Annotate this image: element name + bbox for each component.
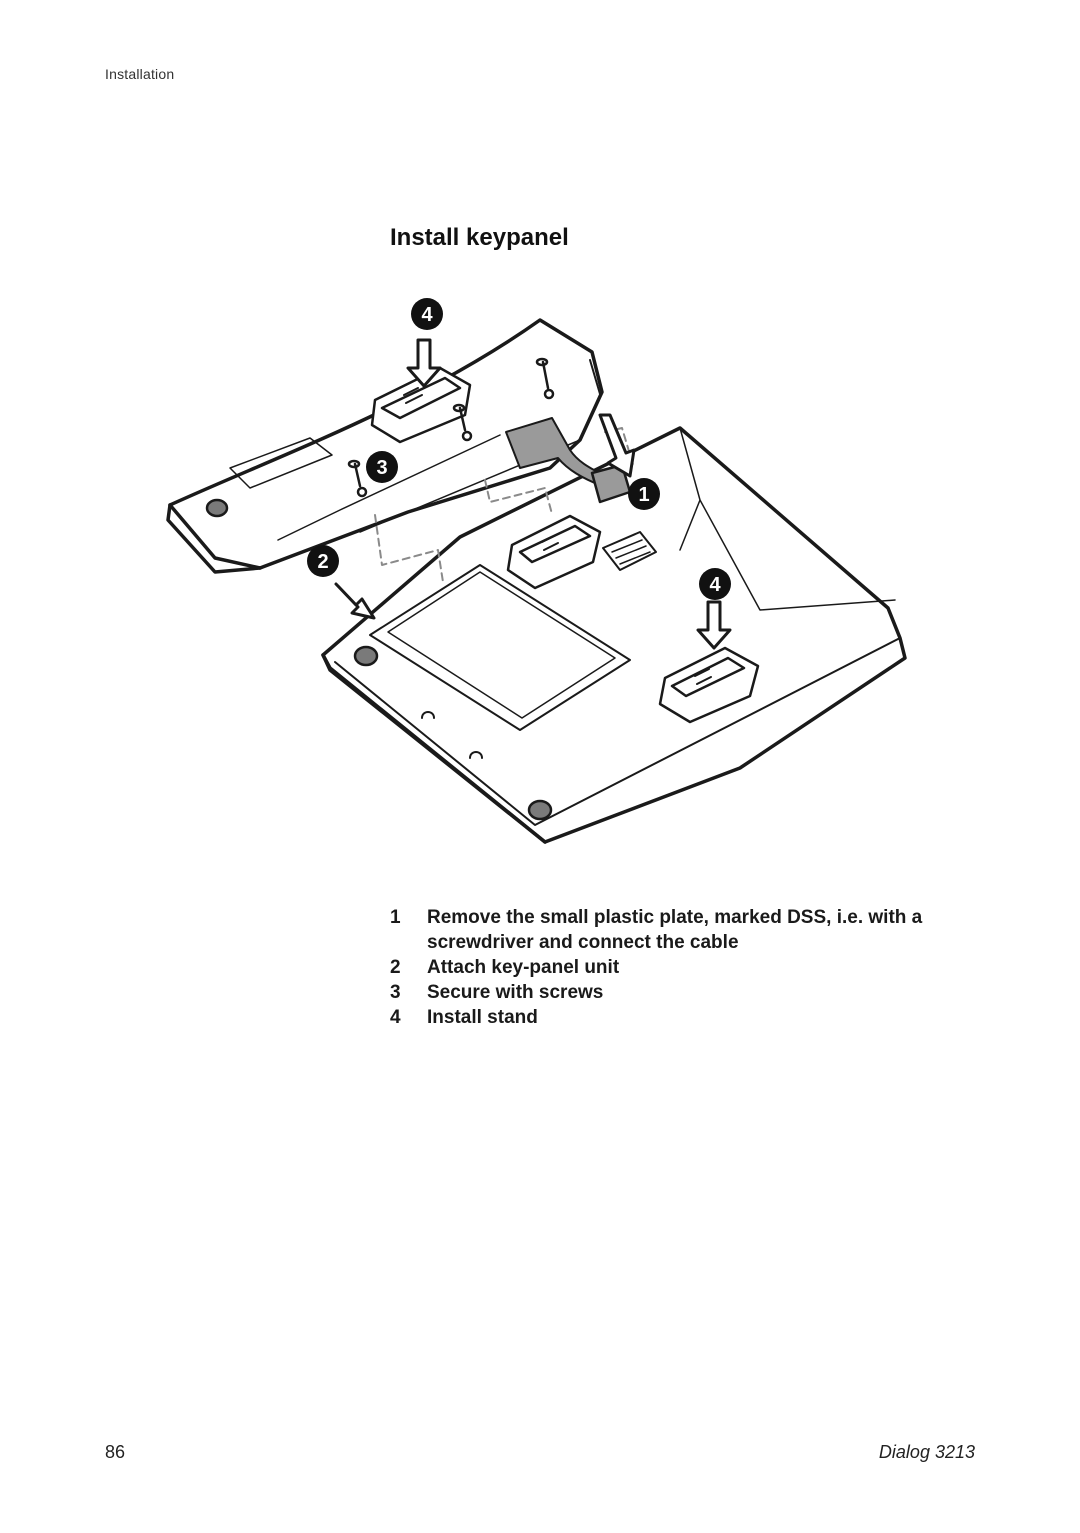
callout-number: 3 [376,457,387,479]
page-title: Install keypanel [390,224,569,251]
screws [347,357,555,498]
callout-number: 2 [317,551,328,573]
callout-badge: 2 [307,545,339,577]
arrow-down-icon [696,600,732,650]
step-item: 1 Remove the small plastic plate, marked… [390,905,950,955]
rubber-foot [205,498,229,518]
step-number: 2 [390,957,401,978]
rubber-foot [527,799,553,821]
step-text: Attach key-panel unit [427,957,620,978]
callout-badge: 1 [628,478,660,510]
section-header: Installation [105,66,175,82]
stand-clip [658,646,760,724]
page-number: 86 [105,1442,126,1462]
step-number: 1 [390,907,401,928]
step-item: 2 Attach key-panel unit [390,955,950,980]
installation-figure: 4 3 1 2 4 [160,290,930,860]
arrow-down-icon [598,413,636,478]
keypanel-unit [166,318,604,574]
step-text: Secure with screws [427,982,604,1003]
rubber-foot [353,645,379,667]
dss-connector [602,531,657,571]
keypanel-illustration: 4 3 1 2 4 [166,298,907,844]
step-item: 4 Install stand [390,1005,950,1030]
step-text: Remove the small plastic plate, marked D… [427,907,923,953]
document-name: Dialog 3213 [878,1442,975,1462]
step-number: 4 [390,1007,401,1028]
callout-badge: 3 [366,451,398,483]
step-number: 3 [390,982,401,1003]
callout-number: 4 [709,574,721,596]
instruction-steps: 1 Remove the small plastic plate, marked… [390,905,950,1030]
callout-badge: 4 [411,298,443,330]
stand-clip [506,514,602,590]
callout-number: 4 [421,304,433,326]
telephone-base [321,426,907,844]
step-item: 3 Secure with screws [390,980,950,1005]
callout-badge: 4 [699,568,731,600]
arrow-down-icon [406,338,442,388]
step-text: Install stand [427,1007,538,1028]
callout-number: 1 [638,484,649,506]
arrow-diagonal-icon [334,582,376,620]
